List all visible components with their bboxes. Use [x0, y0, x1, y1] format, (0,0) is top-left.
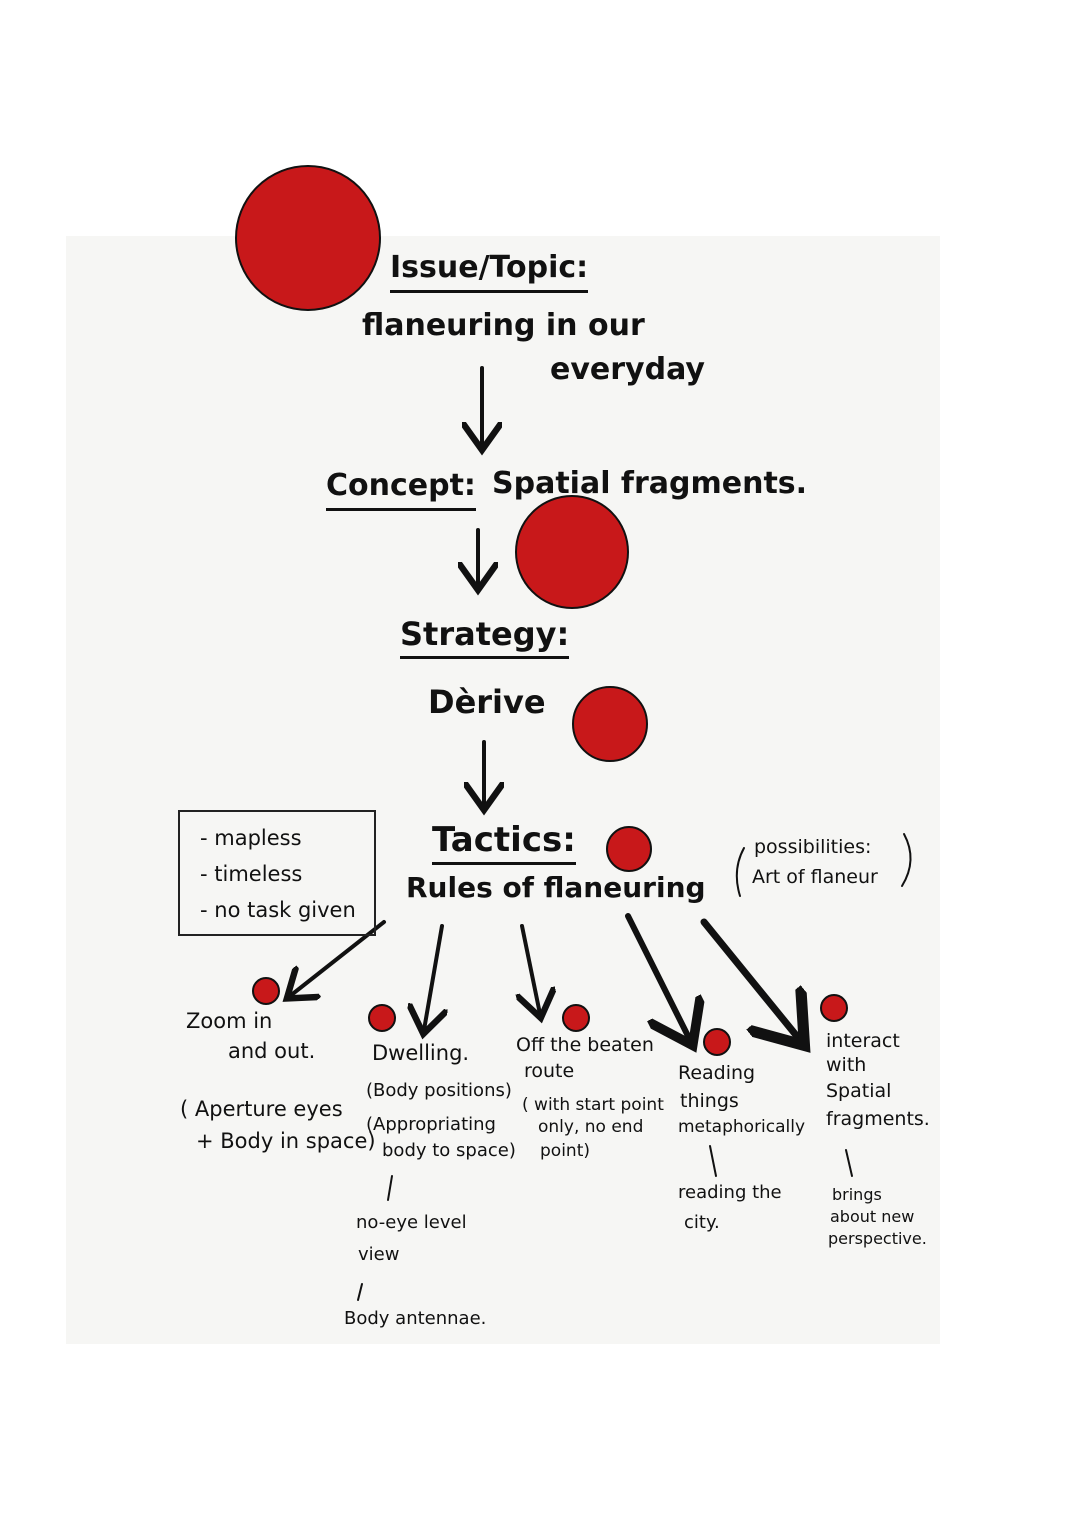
connector-interact-sub: [845, 1149, 853, 1177]
offroute-note-line2: only, no end: [538, 1117, 644, 1137]
red-marker-dot: [252, 977, 280, 1005]
strategy-label: Strategy:: [400, 614, 570, 659]
dwelling-note-line3: body to space): [382, 1140, 516, 1161]
offroute-note-line1: ( with start point: [522, 1095, 664, 1115]
zoom-title-line1: Zoom in: [186, 1009, 273, 1033]
dwelling-sub1-line2: view: [358, 1244, 400, 1265]
arrow-to-interact: [700, 918, 800, 1040]
dwelling-note-line1: (Body positions): [366, 1080, 512, 1101]
concept-label: Concept:: [326, 466, 476, 511]
arrow-to-offroute: [522, 924, 540, 1014]
reading-title-line3: metaphorically: [678, 1117, 806, 1137]
rule-no-task: - no task given: [200, 898, 356, 922]
offroute-title-line2: route: [524, 1060, 575, 1082]
red-marker-dot: [572, 686, 648, 762]
red-marker-dot: [235, 165, 381, 311]
rule-timeless: - timeless: [200, 862, 303, 886]
interact-sub-line2: about new: [830, 1207, 915, 1226]
issue-label: Issue/Topic:: [390, 248, 589, 293]
dwelling-title: Dwelling.: [372, 1041, 470, 1065]
zoom-note-line2: + Body in space): [196, 1129, 376, 1153]
arrow-to-dwelling: [424, 924, 442, 1030]
dwelling-note-line2: (Appropriating: [366, 1114, 496, 1135]
interact-title-line4: fragments.: [826, 1108, 930, 1130]
reading-sub-line1: reading the: [678, 1182, 782, 1203]
rule-mapless: - mapless: [200, 826, 302, 850]
connector-reading-sub: [709, 1145, 717, 1177]
red-marker-dot: [820, 994, 848, 1022]
offroute-note-line3: point): [540, 1141, 590, 1161]
interact-sub-line1: brings: [832, 1185, 882, 1204]
dwelling-sub2: Body antennae.: [344, 1308, 487, 1329]
red-marker-dot: [562, 1004, 590, 1032]
interact-title-line3: Spatial: [826, 1080, 892, 1102]
paren-right: [901, 833, 912, 887]
interact-sub-line3: perspective.: [828, 1229, 927, 1248]
paren-left: [735, 847, 745, 897]
possibilities-label: possibilities:: [754, 836, 872, 858]
red-marker-dot: [515, 495, 629, 609]
dwelling-sub1-line1: no-eye level: [356, 1212, 467, 1233]
red-marker-dot: [606, 826, 652, 872]
reading-title-line2: things: [680, 1090, 739, 1112]
red-marker-dot: [703, 1028, 731, 1056]
concept-value: Spatial fragments.: [492, 466, 808, 501]
interact-title-line2: with: [826, 1054, 867, 1076]
zoom-note-line1: ( Aperture eyes: [180, 1097, 343, 1121]
arrow-to-reading: [625, 913, 690, 1040]
tactics-value: Rules of flaneuring: [406, 871, 706, 904]
possibilities-value: Art of flaneur: [752, 866, 878, 888]
zoom-title-line2: and out.: [228, 1039, 316, 1063]
tactics-label: Tactics:: [432, 820, 576, 865]
red-marker-dot: [368, 1004, 396, 1032]
issue-text-line1: flaneuring in our: [362, 308, 645, 343]
reading-title-line1: Reading: [678, 1062, 756, 1084]
interact-title-line1: interact: [826, 1030, 900, 1052]
strategy-value: Dèrive: [428, 683, 546, 721]
offroute-title-line1: Off the beaten: [516, 1034, 654, 1056]
connector-dwelling-sub2: [357, 1283, 363, 1301]
rules-box: - mapless - timeless - no task given: [178, 810, 376, 936]
connector-dwelling-sub1: [387, 1175, 393, 1201]
reading-sub-line2: city.: [684, 1212, 720, 1233]
issue-text-line2: everyday: [550, 352, 705, 387]
